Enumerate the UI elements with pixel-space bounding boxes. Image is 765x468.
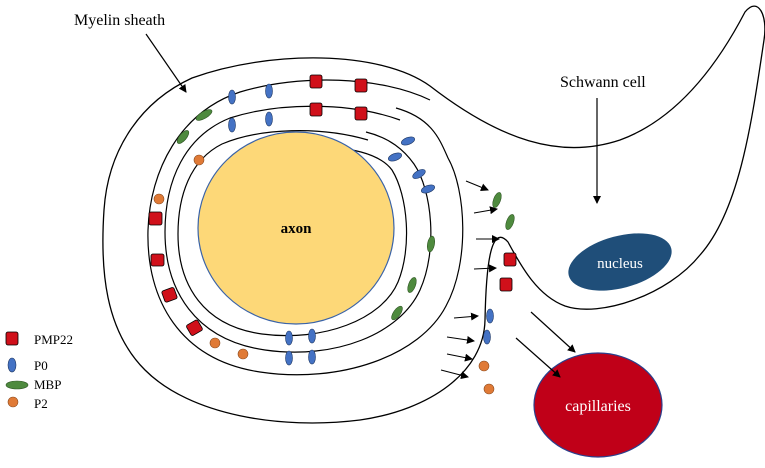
pmp22-protein: [186, 319, 203, 336]
p0-protein: [483, 329, 491, 345]
myelin-sheath-label: Myelin sheath: [74, 12, 165, 29]
legend-swatch-pmp22: [5, 331, 19, 346]
capillaries-label: capillaries: [565, 398, 631, 415]
p2-protein: [478, 360, 490, 372]
myelin-layer-outer: [147, 79, 464, 376]
pmp22-protein: [148, 211, 163, 226]
p0-proteins: [228, 83, 494, 366]
export-arrow: [465, 180, 489, 192]
mbp-protein: [195, 109, 213, 121]
pmp22-protein: [309, 102, 323, 117]
export-arrow: [440, 369, 469, 380]
mbp-protein: [426, 235, 436, 253]
axon-label: axon: [281, 221, 313, 237]
pmp22-protein: [354, 78, 368, 93]
arrow-to-capillaries-upper: [530, 311, 576, 353]
axon: [197, 131, 395, 325]
p0-protein: [412, 169, 426, 179]
capillaries: [533, 352, 663, 458]
p0-protein: [401, 136, 415, 146]
p0-protein: [486, 308, 494, 324]
legend-label-pmp22: PMP22: [34, 332, 73, 347]
p2-proteins: [153, 154, 495, 395]
protein-export-arrows: [440, 180, 500, 380]
p2-protein: [209, 337, 221, 349]
mbp-protein: [505, 214, 515, 230]
legend-label-p2: P2: [34, 396, 48, 411]
legend-swatch-p2: [7, 396, 19, 408]
legend-swatch-mbp: [5, 380, 29, 390]
mbp-protein: [407, 277, 417, 293]
p2-protein: [153, 193, 165, 205]
pmp22-protein: [354, 106, 368, 121]
p0-protein: [228, 89, 236, 105]
pmp22-protein: [161, 287, 178, 303]
myelin-layer-inner: [177, 130, 408, 337]
nucleus: [568, 233, 672, 291]
myelin-layer-middle: [164, 105, 432, 353]
mbp-proteins: [176, 109, 515, 321]
mbp-protein: [492, 192, 502, 208]
export-arrow: [473, 206, 498, 215]
mbp-protein: [391, 305, 403, 321]
p2-protein: [483, 383, 495, 395]
p0-protein: [421, 184, 435, 194]
p2-protein: [237, 348, 249, 360]
legend-label-mbp: MBP: [34, 377, 61, 392]
export-arrow: [446, 353, 473, 362]
pmp22-protein: [309, 74, 323, 89]
pmp22-protein: [503, 252, 517, 267]
export-arrow: [453, 312, 479, 321]
export-arrow: [473, 264, 497, 273]
schwann-cell-label: Schwann cell: [560, 74, 646, 91]
mbp-protein: [176, 130, 190, 144]
p0-protein: [265, 111, 273, 127]
arrow-to-capillaries-lower: [515, 337, 561, 378]
myelin-sheath-pointer: [145, 33, 187, 93]
pmp22-proteins: [148, 74, 517, 336]
pmp22-protein: [499, 277, 513, 292]
p0-protein: [308, 349, 316, 365]
p0-protein: [388, 152, 402, 162]
legend-label-p0: P0: [34, 358, 48, 373]
p0-protein: [308, 328, 316, 344]
p0-protein: [228, 117, 236, 133]
pmp22-protein: [150, 253, 165, 267]
legend: PMP22 P0 MBP P2: [5, 331, 73, 411]
export-arrow: [446, 336, 475, 344]
schwann-cell-membrane: [102, 5, 765, 424]
nucleus-label: nucleus: [597, 256, 643, 272]
p0-protein: [285, 350, 293, 366]
p0-protein: [285, 330, 293, 346]
p0-protein: [265, 83, 273, 99]
legend-swatch-p0: [7, 357, 17, 373]
p2-protein: [193, 154, 205, 166]
